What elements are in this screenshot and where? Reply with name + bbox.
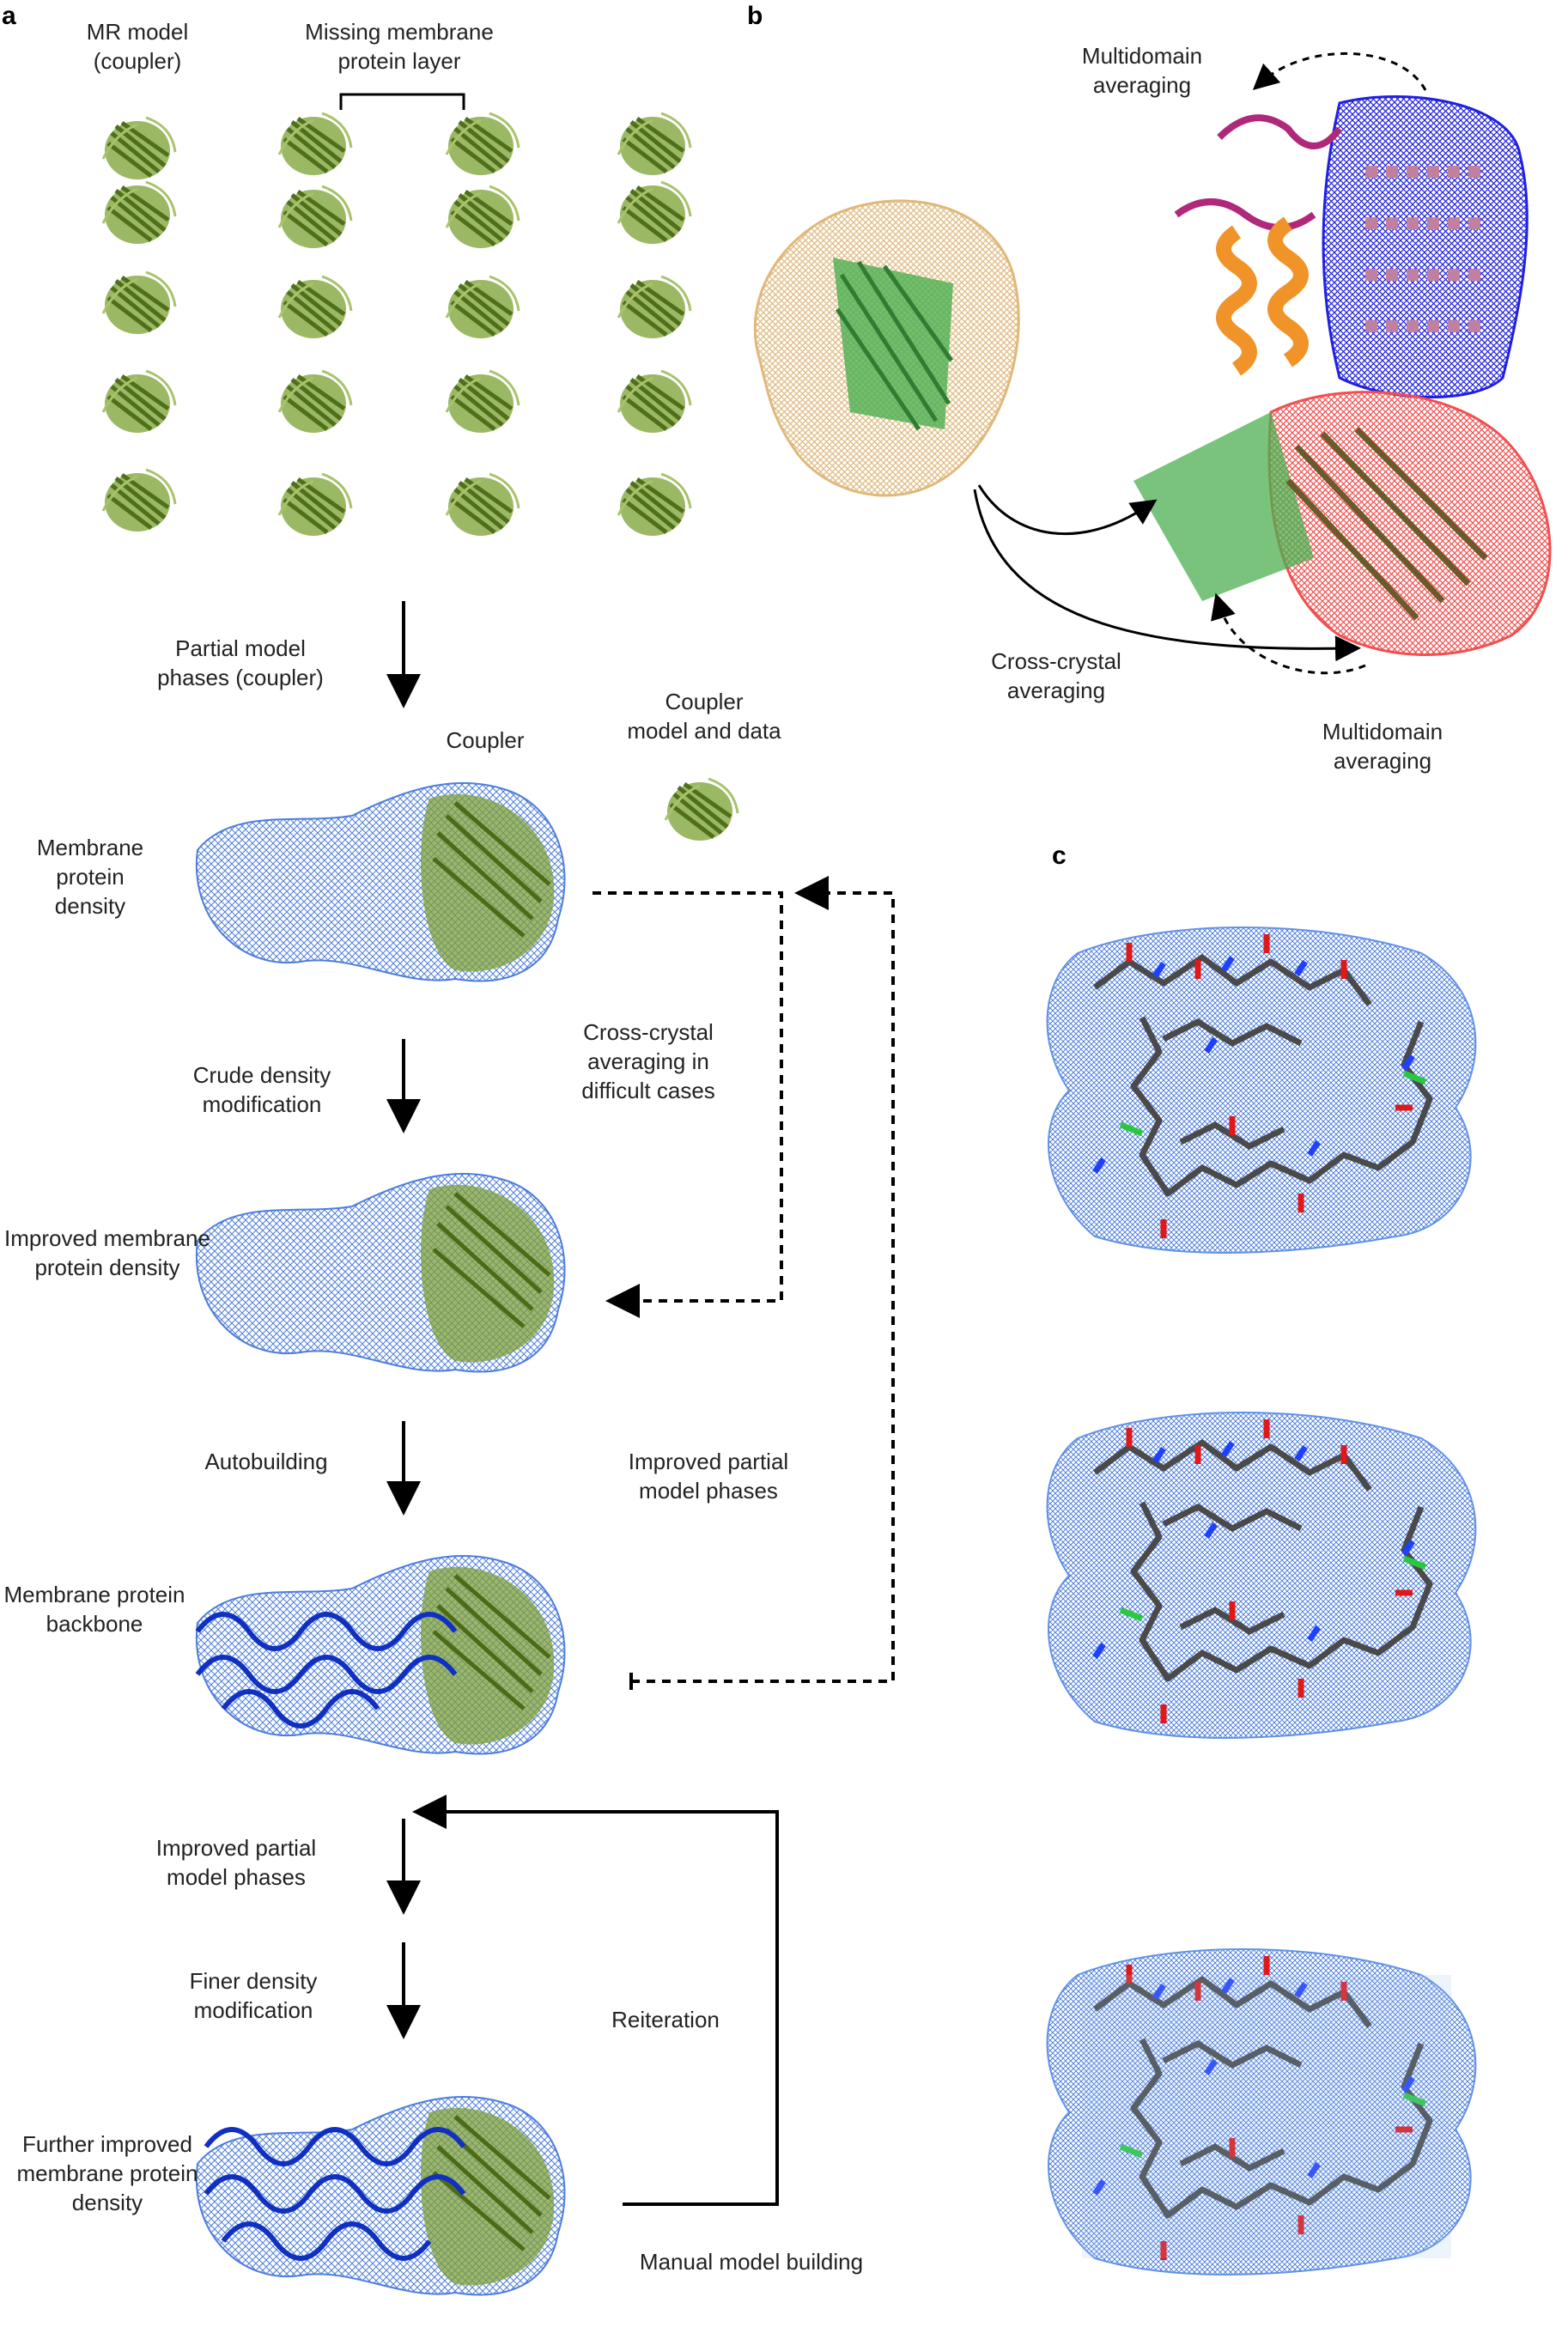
- improved-phases-right-label: Improved partial model phases: [628, 1449, 789, 1504]
- blue-density-map: [1322, 95, 1528, 398]
- panel-label-b: b: [747, 2, 763, 30]
- improved-phases-dashed-arrow: [631, 876, 895, 1683]
- partial-phases-label: Partial model phases (coupler): [157, 635, 324, 690]
- cross-crystal-arrow-1: [977, 484, 1158, 536]
- backbone-label: Membrane protein backbone: [3, 1582, 185, 1637]
- autobuilding-label: Autobuilding: [204, 1449, 328, 1474]
- coupler-label: Coupler: [446, 727, 525, 753]
- further-density-graphic: [197, 2097, 565, 2295]
- reiteration-arrow: [412, 1795, 779, 2206]
- cross-crystal-difficult-label: Cross-crystal averaging in difficult cas…: [581, 1019, 715, 1103]
- red-density-map: [1133, 391, 1552, 656]
- tan-density-map: [753, 199, 1020, 497]
- reiteration-label: Reiteration: [611, 2007, 720, 2032]
- cross-crystal-dashed-arrow: [593, 891, 783, 1318]
- crude-dm-label: Crude density modification: [192, 1062, 331, 1117]
- mr-model-label: MR model (coupler): [86, 19, 189, 74]
- missing-layer-label: Missing membrane protein layer: [305, 19, 494, 74]
- further-improved-label: Further improved membrane protein densit…: [16, 2131, 198, 2215]
- improved-density-label: Improved membrane protein density: [4, 1225, 210, 1280]
- density-model-middle: [1048, 1413, 1476, 1738]
- manual-building-label: Manual model building: [639, 2249, 864, 2275]
- helix-domain: [1174, 114, 1343, 376]
- multidomain-top-arrow: [1252, 52, 1427, 91]
- panel-label-c: c: [1052, 841, 1067, 870]
- multidomain-bottom-label: Multidomain averaging: [1322, 719, 1443, 774]
- finer-dm-label: Finer density modification: [189, 1968, 318, 2023]
- membrane-density-label: Membrane protein density: [36, 835, 144, 919]
- backbone-graphic: [197, 1556, 565, 1754]
- improved-phases-left-label: Improved partial model phases: [155, 1835, 317, 1890]
- density-model-bottom: [1048, 1949, 1476, 2275]
- cross-crystal-label: Cross-crystal averaging: [991, 648, 1121, 703]
- multidomain-top-label: Multidomain averaging: [1081, 43, 1203, 98]
- density-model-top: [1048, 927, 1476, 1253]
- panel-label-a: a: [2, 2, 16, 30]
- cross-crystal-arrow-2: [973, 489, 1361, 662]
- missing-layer-bracket: [339, 93, 465, 110]
- coupler-model-data-label: Coupler model and data: [627, 689, 781, 744]
